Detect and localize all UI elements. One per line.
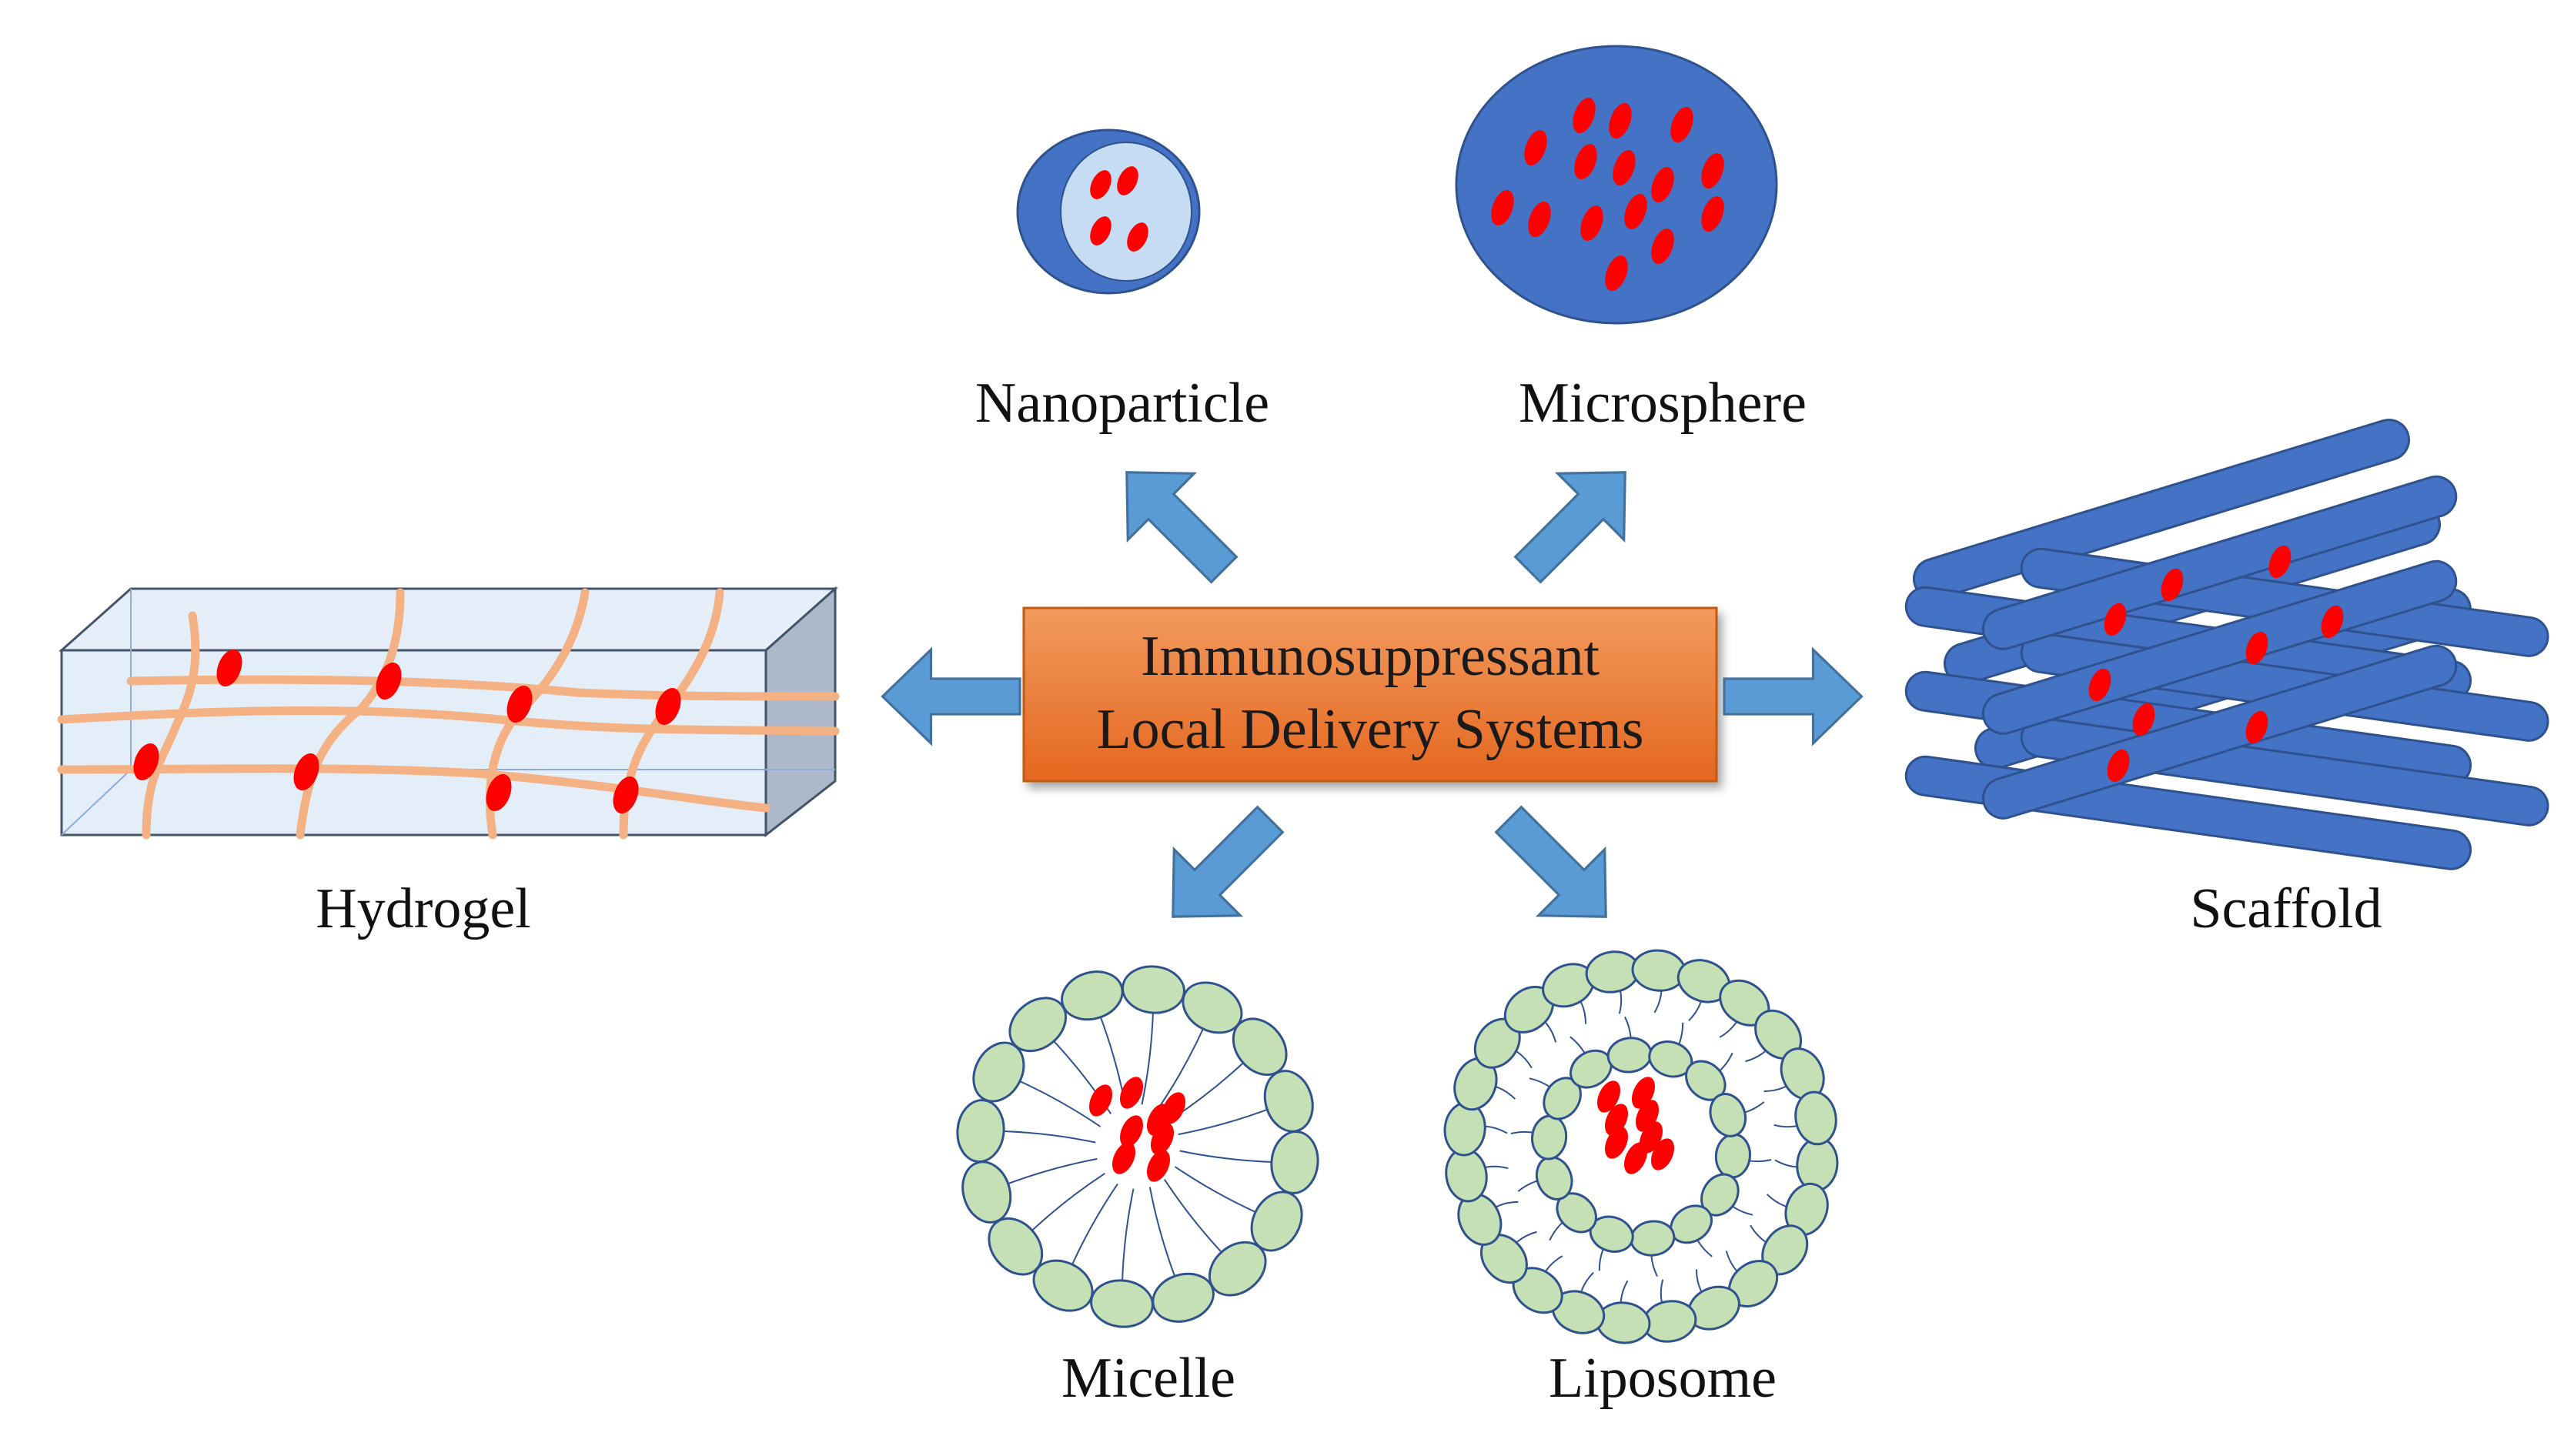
- nanoparticle-label: Nanoparticle: [975, 372, 1269, 435]
- microsphere-label: Microsphere: [1519, 372, 1807, 435]
- microsphere-illustration: [1455, 45, 1778, 325]
- arrow-to-micelle: [1138, 785, 1305, 951]
- scaffold-illustration: [1904, 419, 2549, 870]
- arrow-to-liposome: [1474, 785, 1640, 951]
- center-title-line2: Local Delivery Systems: [1096, 698, 1643, 761]
- center-box: Immunosuppressant Local Delivery Systems: [1022, 606, 1718, 783]
- micelle-label: Micelle: [1061, 1347, 1235, 1410]
- micelle-illustration: [956, 965, 1319, 1328]
- nanoparticle-illustration: [1016, 129, 1201, 295]
- hydrogel-illustration: [57, 586, 840, 840]
- arrow-to-microsphere: [1493, 438, 1660, 604]
- arrow-to-hydrogel: [881, 648, 1021, 745]
- center-title-line1: Immunosuppressant: [1141, 625, 1600, 688]
- hydrogel-label: Hydrogel: [316, 877, 531, 940]
- liposome-illustration: [1443, 949, 1839, 1344]
- liposome-label: Liposome: [1549, 1347, 1777, 1410]
- scaffold-label: Scaffold: [2190, 877, 2382, 940]
- arrow-to-nanoparticle: [1092, 438, 1259, 604]
- arrow-to-scaffold: [1723, 648, 1864, 745]
